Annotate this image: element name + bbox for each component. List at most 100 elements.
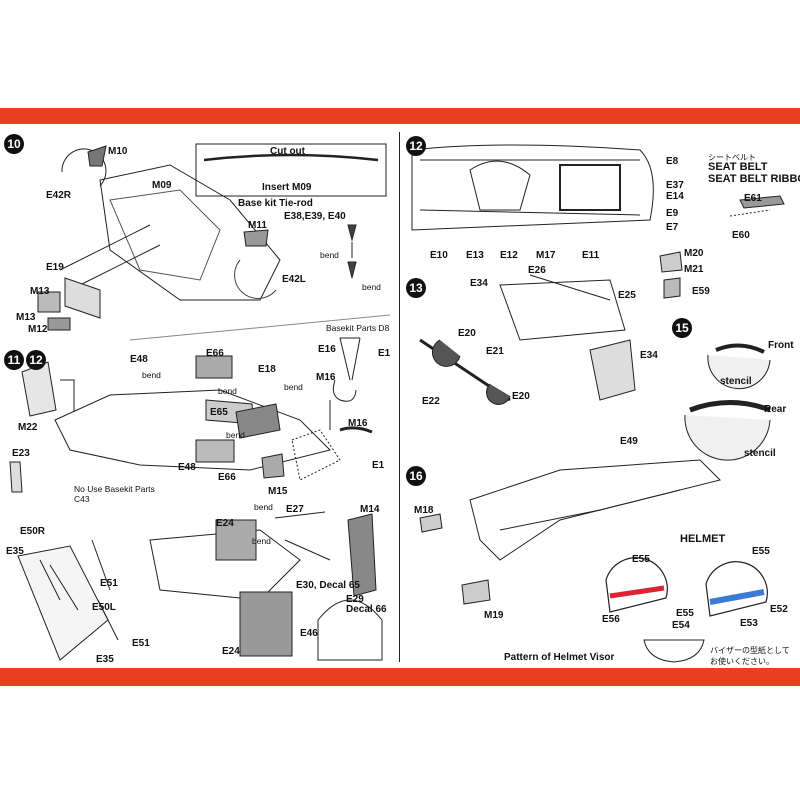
step-16-marker: 16 <box>406 466 426 486</box>
part-label: E35 <box>96 654 114 665</box>
e1-fan <box>291 429 341 481</box>
m11-part <box>243 229 269 247</box>
part-label: M12 <box>28 324 48 335</box>
part-label: M20 <box>684 248 704 259</box>
part-label: E52 <box>770 604 788 615</box>
step-15-marker: 15 <box>672 318 692 338</box>
exhaust-coil <box>332 379 357 402</box>
part-label: M10 <box>108 146 128 157</box>
m10-part <box>87 145 107 167</box>
e29-label: E29 <box>346 594 364 605</box>
part-label: M13 <box>30 286 50 297</box>
visor-pattern <box>643 639 705 663</box>
part-label: E27 <box>286 504 304 515</box>
upright-left <box>431 339 461 367</box>
part-label: E60 <box>732 230 750 241</box>
part-label: E61 <box>744 193 762 204</box>
m15-part <box>261 453 285 479</box>
part-label: M09 <box>152 180 172 191</box>
decal-66-label: Decal 66 <box>346 604 387 615</box>
visor-jp-line-2: お使いください。 <box>710 657 774 666</box>
part-label: E1 <box>372 460 385 471</box>
part-label: E55 <box>752 546 770 557</box>
rear-tire <box>684 414 771 461</box>
part-label: E53 <box>740 618 758 629</box>
top-color-band <box>0 108 800 124</box>
part-label: E11 <box>582 250 600 261</box>
part-label: E7 <box>666 222 679 233</box>
part-label: E26 <box>528 265 546 276</box>
part-label: E8 <box>666 156 679 167</box>
rear-label: Rear <box>764 404 787 415</box>
part-label: M14 <box>360 504 380 515</box>
part-label: E51 <box>100 578 118 589</box>
part-label: E55 <box>632 554 650 565</box>
bodywork-10 <box>99 164 281 301</box>
part-label: E35 <box>6 546 24 557</box>
seat-belt-label: SEAT BELT <box>708 161 768 173</box>
no-use-label: No Use Basekit Parts <box>74 484 155 494</box>
bend-label: bend <box>218 386 237 396</box>
m20-part <box>659 251 683 273</box>
insert-curve <box>203 153 379 162</box>
part-label: M19 <box>484 610 504 621</box>
part-label: E66 <box>206 348 224 359</box>
tie-rod-label: Base kit Tie-rod <box>238 198 313 209</box>
e23-part <box>9 461 23 493</box>
e24-mesh-bottom <box>239 591 293 657</box>
cut-out-label: Cut out <box>270 146 305 157</box>
tub-12-top <box>411 144 654 231</box>
e34-panel <box>589 339 636 401</box>
e46-engine <box>317 599 383 661</box>
tie-rod-parts: E38,E39, E40 <box>284 211 346 222</box>
m19-part <box>461 579 491 605</box>
part-label: E34 <box>640 350 658 361</box>
part-label: E48 <box>130 354 148 365</box>
no-use-part: C43 <box>74 494 90 504</box>
step-10-marker: 10 <box>4 134 24 154</box>
part-label: M17 <box>536 250 556 261</box>
part-label: E1 <box>378 348 391 359</box>
rear-assembly-10 <box>234 259 277 299</box>
part-label: M22 <box>18 422 38 433</box>
part-label: E10 <box>430 250 448 261</box>
part-label: E9 <box>666 208 679 219</box>
part-label: E50R <box>20 526 46 537</box>
e66-mesh-bottom <box>195 439 235 463</box>
part-label: E48 <box>178 462 196 473</box>
part-label: E22 <box>422 396 440 407</box>
part-label: E54 <box>672 620 690 631</box>
stencil-label: stencil <box>720 376 752 387</box>
part-label: E34 <box>470 278 488 289</box>
m16-coil <box>339 426 373 434</box>
part-label: E21 <box>486 346 504 357</box>
bottom-color-band <box>0 668 800 686</box>
part-label: M21 <box>684 264 704 275</box>
part-label: E12 <box>500 250 518 261</box>
helmet-right <box>705 561 768 617</box>
bend-label-1: bend <box>320 250 339 260</box>
part-label: M11 <box>248 220 267 231</box>
part-label: M16 <box>348 418 368 429</box>
bodywork-11 <box>54 389 331 471</box>
part-label: E50L <box>92 602 116 613</box>
part-label: E20 <box>512 391 530 402</box>
e24-mesh-top <box>215 519 257 561</box>
insert-label: Insert M09 <box>262 182 312 193</box>
part-label: M18 <box>414 505 434 516</box>
m14-part <box>347 513 377 597</box>
e66-mesh-top <box>195 355 233 379</box>
part-label: M16 <box>316 372 336 383</box>
decal-65-label: E30, Decal 65 <box>296 580 360 591</box>
seat-area <box>559 164 621 211</box>
part-label: E18 <box>258 364 276 375</box>
front-tire <box>707 354 771 390</box>
step-13-marker: 13 <box>406 278 426 298</box>
part-label: M13 <box>16 312 36 323</box>
part-label: E25 <box>618 290 636 301</box>
part-label: E55 <box>676 608 694 619</box>
e27-rod <box>274 511 331 561</box>
bend-label: bend <box>252 536 271 546</box>
bend-label-2: bend <box>362 282 381 292</box>
